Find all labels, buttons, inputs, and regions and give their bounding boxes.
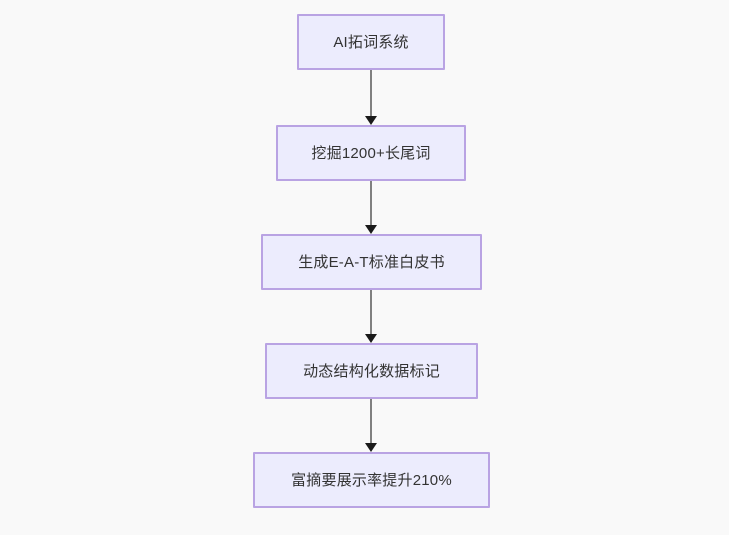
- arrowhead-icon: [365, 443, 377, 452]
- connector-line: [370, 70, 372, 116]
- flow-connector-1: [362, 70, 380, 125]
- arrowhead-icon: [365, 116, 377, 125]
- flow-node-label: 生成E-A-T标准白皮书: [298, 253, 445, 271]
- arrowhead-icon: [365, 225, 377, 234]
- connector-line: [370, 181, 372, 225]
- connector-line: [370, 290, 372, 334]
- flow-node-label: 挖掘1200+长尾词: [311, 144, 431, 162]
- flow-node-label: 动态结构化数据标记: [303, 362, 440, 380]
- arrowhead-icon: [365, 334, 377, 343]
- flow-node-ai-keyword-system[interactable]: AI拓词系统: [297, 14, 445, 70]
- connector-line: [370, 399, 372, 443]
- flow-connector-2: [362, 181, 380, 234]
- flow-node-label: 富摘要展示率提升210%: [291, 471, 452, 489]
- flow-node-generate-eat-whitepaper[interactable]: 生成E-A-T标准白皮书: [261, 234, 482, 290]
- flow-node-rich-snippet-impression-lift[interactable]: 富摘要展示率提升210%: [253, 452, 490, 508]
- flow-node-label: AI拓词系统: [333, 33, 409, 51]
- flow-connector-4: [362, 399, 380, 452]
- flow-node-mine-longtail-keywords[interactable]: 挖掘1200+长尾词: [276, 125, 466, 181]
- flow-connector-3: [362, 290, 380, 343]
- flow-node-dynamic-structured-data-markup[interactable]: 动态结构化数据标记: [265, 343, 478, 399]
